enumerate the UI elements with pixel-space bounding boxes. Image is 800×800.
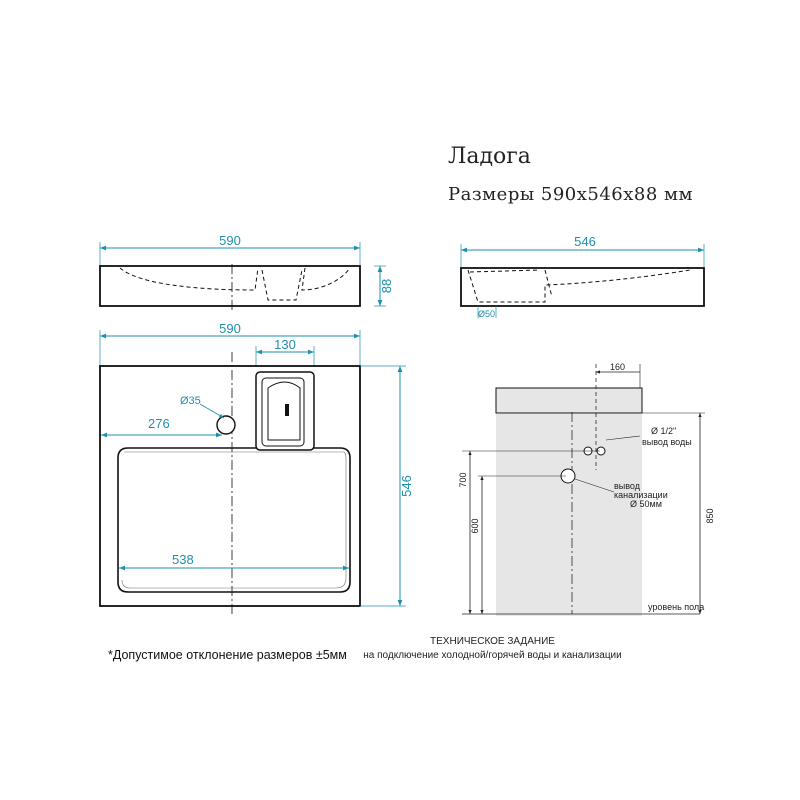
tech-spec-subtitle: на подключение холодной/горячей воды и к… (363, 650, 622, 661)
top-offset-label: 160 (610, 362, 625, 372)
height-600-label: 600 (470, 518, 480, 533)
side-view-outline (460, 267, 705, 307)
product-dimensions: Размеры 590х546х88 мм (448, 184, 694, 205)
product-title: Ладога (448, 144, 531, 169)
front-bowl-hidden-line (119, 267, 259, 291)
water-outlet-diameter: Ø 1/2" (651, 426, 676, 436)
front-width-label: 590 (219, 233, 241, 248)
technical-view: 160 Ø 1/2" вывод воды вывод канализации … (458, 362, 715, 616)
tech-spec-title: ТЕХНИЧЕСКОЕ ЗАДАНИЕ (430, 636, 555, 647)
sink-side-profile (495, 387, 643, 414)
faucet-overflow-slot (285, 404, 289, 416)
faucet-inner (267, 381, 301, 441)
hole-offset-label: 276 (148, 416, 170, 431)
sewer-outlet-diameter: Ø 50мм (630, 499, 662, 509)
top-view-outline (99, 365, 361, 607)
front-height-label: 88 (379, 279, 394, 293)
water-outlet-label: вывод воды (642, 437, 692, 447)
side-view: 546 Ø50 (460, 234, 705, 319)
bowl-width-label: 538 (172, 552, 194, 567)
front-view-outline (99, 265, 361, 307)
front-drain-hidden-line (261, 269, 303, 301)
sewer-outlet-label-1: вывод (614, 481, 641, 491)
side-drain-label: Ø50 (478, 309, 495, 319)
tolerance-note: *Допустимое отклонение размеров ±5мм (108, 648, 347, 662)
height-850-label: 850 (705, 508, 715, 523)
top-width-label: 590 (219, 321, 241, 336)
faucet-width-label: 130 (274, 337, 296, 352)
floor-level-label: уровень пола (648, 602, 704, 612)
tap-hole-diameter-label: Ø35 (180, 395, 201, 407)
side-depth-label: 546 (574, 234, 596, 249)
bowl-outline (117, 447, 351, 593)
wall-area (496, 414, 642, 616)
top-view: 590 130 Ø35 276 538 546 (99, 321, 414, 615)
tap-hole (216, 415, 236, 435)
height-700-label: 700 (458, 472, 468, 487)
sewer-outlet-label-2: канализации (614, 490, 668, 500)
top-depth-label: 546 (399, 475, 414, 497)
front-view: 590 88 (99, 233, 394, 310)
